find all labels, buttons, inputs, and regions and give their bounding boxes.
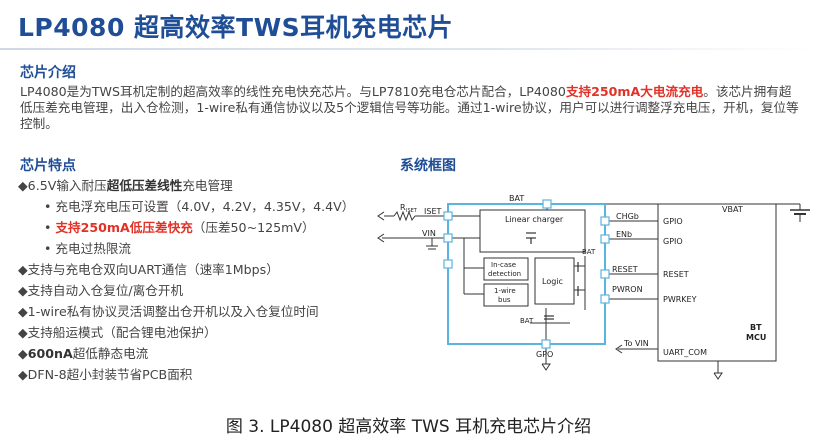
bt-mcu-block xyxy=(657,203,777,362)
feature-item-4: ◆1-wire私有协议灵活调整出仓开机以及入仓复位时间 xyxy=(18,304,319,319)
mcu-gpio-2-label: GPIO xyxy=(663,237,683,246)
feature-sub-2-bullet: • xyxy=(44,220,56,235)
onewire-label-1: 1-wire xyxy=(494,287,516,295)
onewire-label-2: bus xyxy=(498,296,511,304)
vin-label: VIN xyxy=(422,229,436,238)
intro-highlight: 支持250mA大电流充电 xyxy=(565,84,704,99)
vbat-label: VBAT xyxy=(722,205,743,214)
diagram-heading: 系统框图 xyxy=(400,158,456,174)
bat-top-label: BAT xyxy=(509,194,524,203)
linear-charger-label: Linear charger xyxy=(505,215,564,224)
feature-item-6: ◆600nA超低静态电流 xyxy=(18,346,148,362)
intro-paragraph: LP4080是为TWS耳机定制的超高效率的线性充电快充芯片。与LP7810充电仓… xyxy=(20,84,800,132)
page-title: LP4080 超高效率TWS耳机充电芯片 xyxy=(18,13,454,42)
feature-sub-2-post: （压差50~125mV） xyxy=(192,220,315,235)
logic-label: Logic xyxy=(542,277,563,286)
figure-caption: 图 3. LP4080 超高效率 TWS 耳机充电芯片介绍 xyxy=(225,417,592,437)
feature-6-pre: ◆ xyxy=(18,346,28,361)
rset-label: R xyxy=(400,203,406,212)
feature-item-1: ◆6.5V输入耐压超低压差线性充电管理 xyxy=(18,178,233,194)
feature-sub-2: • 支持250mA低压差快充（压差50~125mV） xyxy=(44,220,315,236)
intro-text-before: LP4080是为TWS耳机定制的超高效率的线性充电快充芯片。与LP7810充电仓… xyxy=(20,84,566,99)
mcu-gpio-1-label: GPIO xyxy=(663,217,683,226)
feature-sub-1: • 充电浮充电压可设置（4.0V，4.2V，4.35V，4.4V） xyxy=(44,199,355,214)
incase-label-1: In-case xyxy=(491,261,516,269)
feature-1-bold: 超低压差线性 xyxy=(106,178,183,193)
bat-bottom-label: BAT xyxy=(520,317,534,325)
feature-1-post: 充电管理 xyxy=(182,178,233,193)
feature-1-pre: ◆6.5V输入耐压 xyxy=(18,178,107,193)
feature-6-bold: 600nA xyxy=(27,346,73,361)
logic-block xyxy=(534,257,575,305)
uart-com-label: UART_COM xyxy=(663,348,707,357)
intro-text-after: 。该芯片拥有超低压差充电管理，出入仓检测，1-wire私有通信协议以及5个逻辑信… xyxy=(20,84,799,131)
rset-sub-label: ISET xyxy=(406,208,418,214)
title-divider xyxy=(0,48,817,50)
incase-detection-block xyxy=(483,257,529,281)
features-heading: 芯片特点 xyxy=(20,158,76,174)
incase-label-2: detection xyxy=(488,270,521,278)
feature-sub-3: • 充电过热限流 xyxy=(44,241,131,256)
system-block-diagram: BAT VBAT R ISET ISET VIN Linear charger … xyxy=(377,194,810,380)
to-vin-label: To VIN xyxy=(623,339,649,348)
gpo-label: GPO xyxy=(536,350,553,359)
mcu-reset-label: RESET xyxy=(663,270,689,279)
mcu-pwrkey-label: PWRKEY xyxy=(663,295,697,304)
feature-item-3: ◆支持自动入仓复位/离仓开机 xyxy=(18,283,184,298)
feature-item-7: ◆DFN-8超小封装节省PCB面积 xyxy=(18,367,193,382)
linear-charger-block xyxy=(479,209,586,253)
bat-mid-label: BAT xyxy=(582,248,596,256)
enb-label: ENb xyxy=(616,230,632,239)
feature-item-2: ◆支持与充电仓双向UART通信（速率1Mbps） xyxy=(18,262,279,277)
intro-heading: 芯片介绍 xyxy=(20,65,76,81)
onewire-bus-block xyxy=(483,283,529,307)
reset-label: RESET xyxy=(612,265,638,274)
bt-label: BT xyxy=(750,323,762,332)
pwron-label: PWRON xyxy=(612,285,643,294)
feature-sub-2-highlight: 支持250mA低压差快充 xyxy=(55,220,193,235)
feature-item-5: ◆支持船运模式（配合锂电池保护） xyxy=(18,325,217,340)
iset-label: ISET xyxy=(424,207,441,216)
feature-6-post: 超低静态电流 xyxy=(72,346,149,361)
chgb-label: CHGb xyxy=(616,212,639,221)
mcu-label: MCU xyxy=(746,333,766,342)
